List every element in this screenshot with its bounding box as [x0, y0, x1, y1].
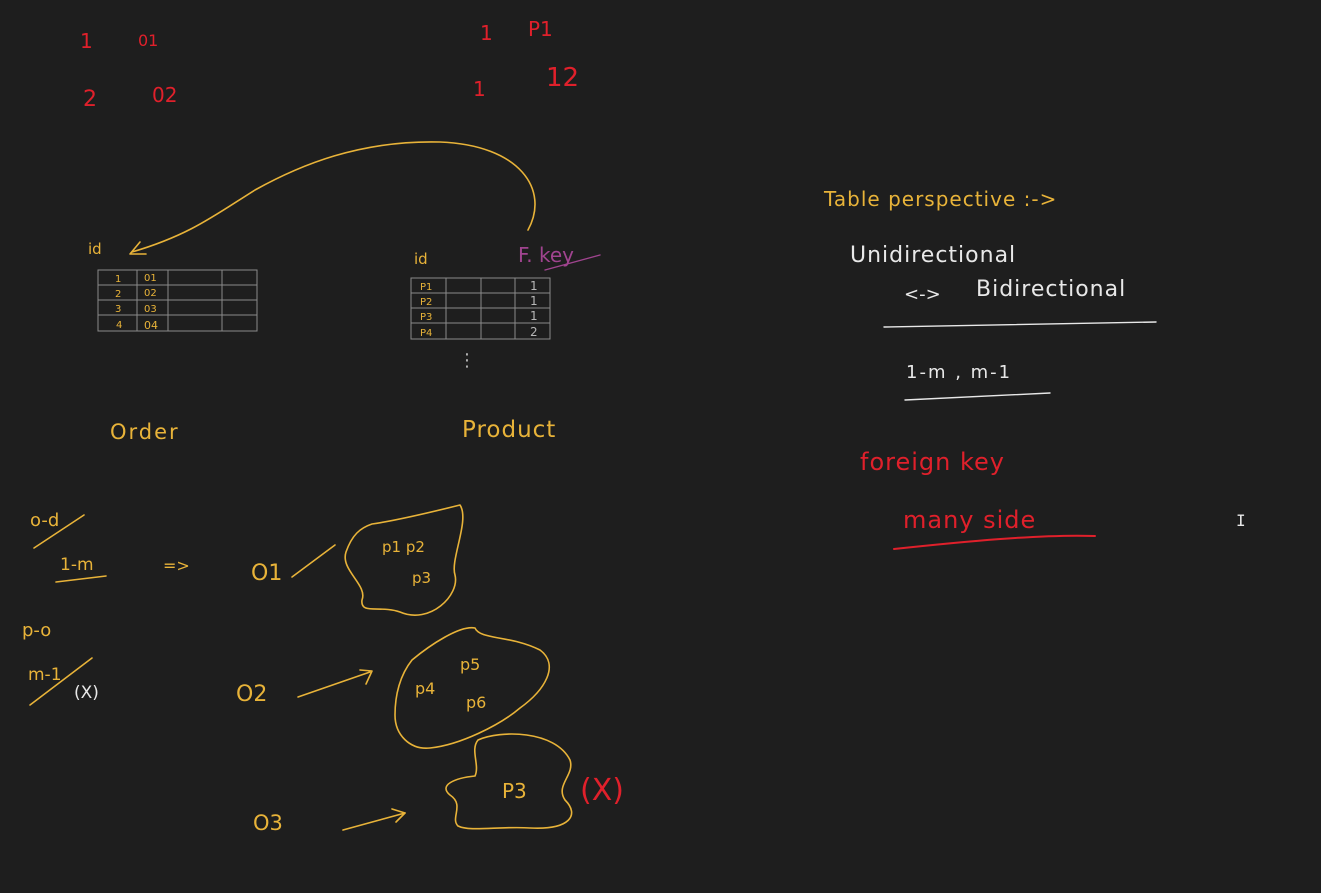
notes-many-side-underline	[893, 534, 1096, 550]
group-o2-item-p5: p5	[460, 655, 480, 674]
product-row-2-fk: 1	[530, 294, 538, 308]
bottom-left-notes: o-d 1-m => p-o m-1 (X)	[22, 510, 190, 706]
product-caption: Product	[462, 417, 556, 443]
group-o1-blob	[344, 504, 464, 616]
notes-cardinality: 1-m , m-1	[906, 362, 1012, 383]
product-row-2-id: P2	[420, 297, 432, 308]
order-row-1-val: 01	[144, 273, 157, 284]
order-caption: Order	[110, 420, 180, 444]
top-left-r1-left: 1	[80, 29, 93, 53]
bl-m-1: m-1	[28, 665, 62, 685]
group-o1-order: O1	[251, 561, 282, 586]
product-ellipsis: ⋮	[458, 350, 476, 371]
product-row-1-id: P1	[420, 282, 432, 293]
top-left-r2-left: 2	[83, 87, 97, 112]
group-o1: O1 p1 p2 p3	[251, 504, 464, 616]
top-mid-r1-right: P1	[528, 17, 553, 41]
bl-cross-mark: (X)	[74, 683, 99, 703]
group-o2-order: O2	[236, 682, 267, 707]
product-row-4-id: P4	[420, 328, 432, 339]
fk-curve-arrow	[131, 141, 536, 253]
product-fk-label: F. key	[518, 243, 574, 267]
product-row-3-id: P3	[420, 312, 432, 323]
top-mid-mapping: 1 P1 1 12	[473, 17, 579, 101]
order-row-2-val: 02	[144, 288, 157, 299]
group-o3-blob	[445, 733, 573, 830]
bl-o-d: o-d	[30, 510, 59, 531]
bl-1-m: 1-m	[60, 555, 94, 575]
top-mid-r2-left: 1	[473, 77, 486, 101]
order-row-3-id: 3	[115, 304, 121, 315]
order-row-4-id: 4	[116, 320, 122, 331]
top-mid-r1-left: 1	[480, 21, 493, 45]
top-left-r2-right: 02	[152, 83, 177, 107]
order-row-1-id: 1	[115, 274, 121, 285]
text-cursor-icon: I	[1236, 511, 1246, 530]
product-row-3-fk: 1	[530, 309, 538, 323]
order-row-3-val: 03	[144, 304, 157, 315]
order-row-4-val: 04	[144, 319, 158, 332]
group-o2-blob	[394, 627, 551, 749]
group-o3: O3 P3 (X)	[253, 733, 624, 835]
bl-p-o: p-o	[22, 620, 51, 641]
group-o1-items-1: p1 p2	[382, 538, 425, 556]
notes-unidirectional: Unidirectional	[850, 243, 1016, 268]
top-left-r1-right: 01	[138, 31, 158, 50]
notes-foreign-key: foreign key	[860, 448, 1005, 476]
order-row-2-id: 2	[115, 289, 121, 300]
right-notes: Table perspective :-> Unidirectional <->…	[823, 187, 1157, 550]
group-o2-item-p4: p4	[415, 679, 435, 698]
order-id-label: id	[88, 240, 102, 258]
product-row-1-fk: 1	[530, 279, 538, 293]
group-o3-order: O3	[253, 811, 283, 835]
order-table: id 1 01 2 02 3 03 4 04 Order	[88, 240, 258, 444]
product-table: id F. key P1 1 P2 1 P3 1 P4 2 ⋮ Product	[410, 243, 601, 443]
group-o3-cross-mark: (X)	[580, 773, 624, 808]
notes-bidirectional: Bidirectional	[976, 277, 1126, 302]
product-row-4-fk: 2	[530, 325, 538, 339]
top-mid-r2-right: 12	[546, 63, 579, 93]
product-id-label: id	[414, 250, 428, 268]
group-o2-item-p6: p6	[466, 693, 486, 712]
fk-arrow-head	[129, 241, 147, 255]
notes-divider	[883, 321, 1157, 328]
notes-heading: Table perspective :->	[823, 187, 1057, 211]
bl-arrow: =>	[163, 556, 190, 575]
group-o3-item-p3: P3	[502, 779, 527, 803]
notes-many-side: many side	[903, 506, 1036, 534]
group-o2: O2 p5 p4 p6	[236, 627, 551, 749]
notes-arrow: <->	[904, 284, 941, 305]
notes-cardinality-underline	[904, 392, 1051, 401]
group-o1-items-2: p3	[412, 569, 431, 587]
top-left-mapping: 1 01 2 02	[80, 29, 177, 112]
